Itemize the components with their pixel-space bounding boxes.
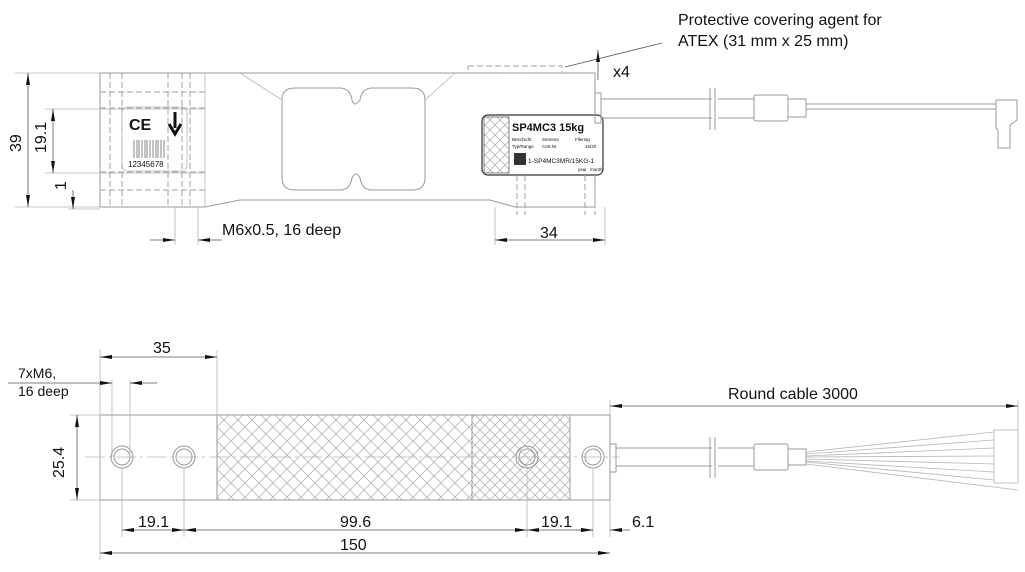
label-part-number: 1-SP4MC3MR/15KG-1 <box>528 158 594 165</box>
dim-center-19-1: 19.1 <box>33 122 50 153</box>
mounting-block <box>100 73 205 207</box>
cable-with-connector <box>594 88 1018 149</box>
atex-note-line2: ATEX (31 mm x 25 mm) <box>678 33 848 50</box>
dim-19-1-left: 19.1 <box>138 514 169 531</box>
atex-covered-area <box>471 414 571 501</box>
cable-length-label: Round cable 3000 <box>728 386 858 403</box>
cable-with-wires <box>609 429 1019 491</box>
holes-note-line1: 7xM6, <box>18 365 56 381</box>
cover-thickness-label: x4 <box>613 64 630 81</box>
dim-offset-1: 1 <box>53 181 70 190</box>
label-model: SP4MC3 15kg <box>512 122 584 134</box>
label-field: Fllerstg <box>575 137 590 142</box>
label-year: year <box>578 167 587 172</box>
dim-150: 150 <box>340 537 367 554</box>
barcode <box>133 140 165 158</box>
qr-code <box>514 153 526 165</box>
dim-6-1: 6.1 <box>632 514 654 531</box>
dim-35: 35 <box>153 340 171 357</box>
label-field: Beschicht <box>512 137 532 142</box>
atex-cover <box>467 65 563 74</box>
holes-note-line2: 16 deep <box>18 383 69 399</box>
label-field: Typ/Range <box>512 144 534 149</box>
arrow-down-icon <box>167 112 183 137</box>
label-field: Seriennr <box>542 137 560 142</box>
product-label: SP4MC3 15kg Beschicht Seriennr Fllerstg … <box>481 114 604 176</box>
thread-note: M6x0.5, 16 deep <box>222 222 341 239</box>
ce-mark: CE <box>129 117 152 134</box>
dim-height-25-4: 25.4 <box>51 447 68 478</box>
side-view: CE 12345678 Protective covering agent fo… <box>8 12 1018 245</box>
dim-19-1-right: 19.1 <box>541 514 572 531</box>
barcode-number: 12345678 <box>128 160 164 169</box>
label-month: month <box>590 167 603 172</box>
dim-width-34: 34 <box>540 225 558 242</box>
atex-note-line1: Protective covering agent for <box>678 12 882 29</box>
dim-height-39: 39 <box>8 134 25 152</box>
top-view: 35 7xM6, 16 deep 25.4 19.1 99.6 19.1 6.1… <box>8 340 1019 560</box>
binocular-hole <box>281 87 426 191</box>
label-field: Cert.Nr <box>542 144 557 149</box>
label-field: 15/20 <box>585 144 597 149</box>
dim-99-6: 99.6 <box>340 514 371 531</box>
strain-gauge-area <box>216 414 473 501</box>
